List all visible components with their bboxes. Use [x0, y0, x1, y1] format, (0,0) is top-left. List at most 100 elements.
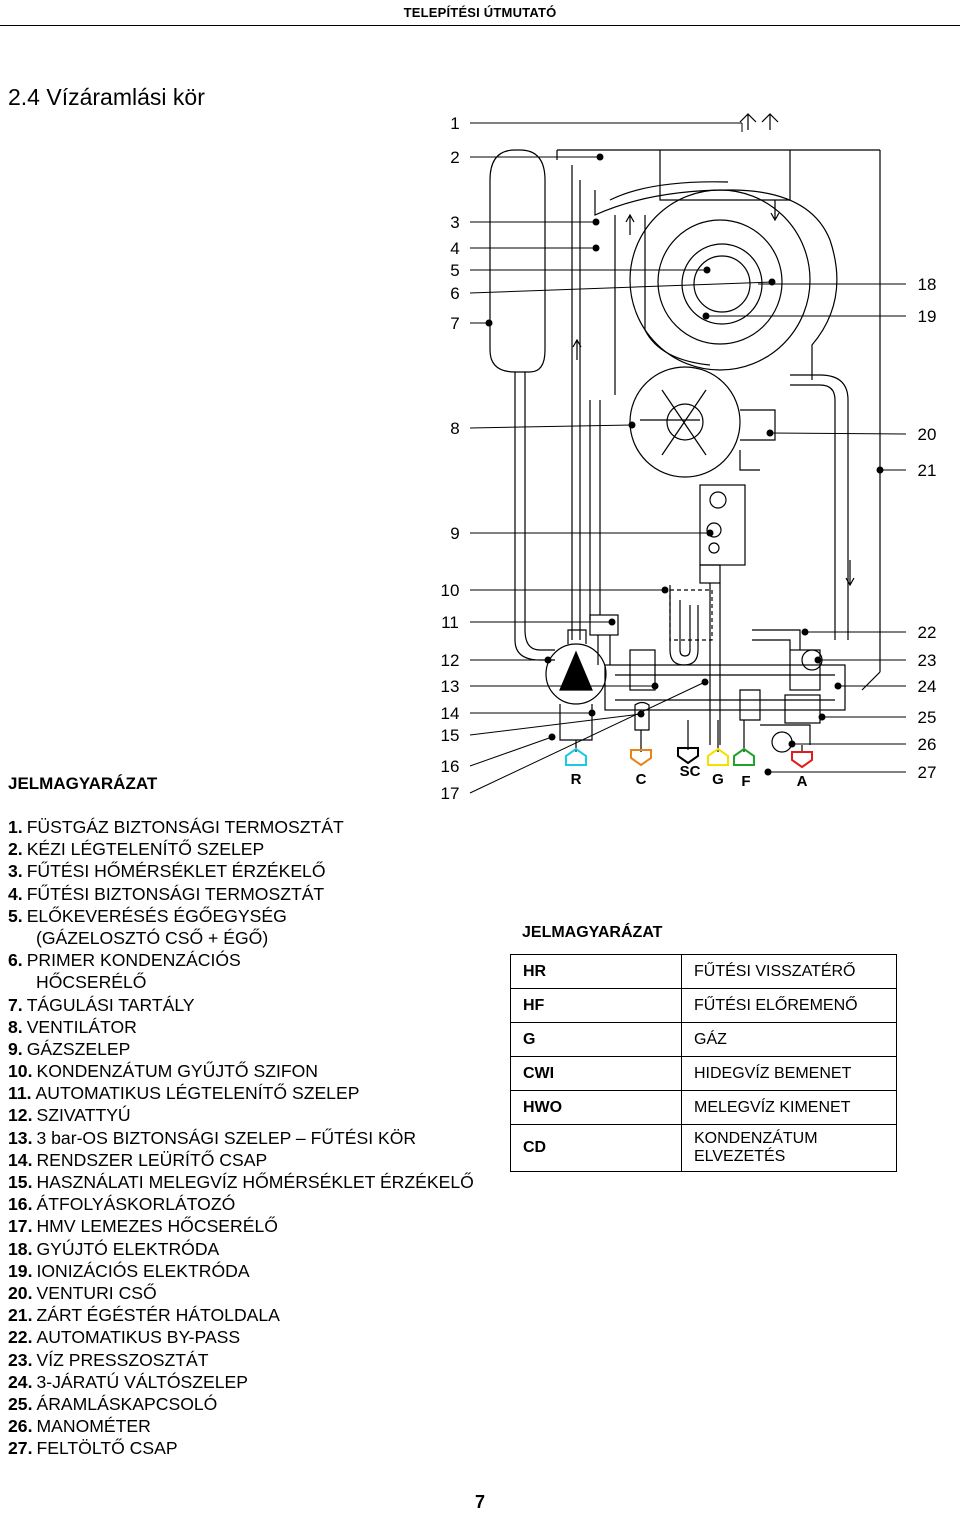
connection-label: SC: [680, 763, 701, 780]
legend-item-number: 20.: [8, 1282, 33, 1303]
legend-item-text: 3 bar-OS BIZTONSÁGI SZELEP – FŰTÉSI KÖR: [36, 1127, 417, 1148]
legend-item-number: 25.: [8, 1393, 33, 1414]
legend-item-number: 23.: [8, 1349, 33, 1370]
diagram-number: 27: [918, 763, 937, 782]
legend-item-number: 12.: [8, 1105, 33, 1126]
diagram-number: 20: [918, 425, 937, 444]
diagram-number: 6: [450, 284, 459, 303]
diagram-number: 22: [918, 623, 937, 642]
legend-item: 22.AUTOMATIKUS BY-PASS: [8, 1326, 474, 1348]
diagram-number: 26: [918, 735, 937, 754]
legend-item: 13.3 bar-OS BIZTONSÁGI SZELEP – FŰTÉSI K…: [8, 1127, 474, 1149]
connections-table-heading: JELMAGYARÁZAT: [522, 924, 663, 941]
legend-item-text: ÁRAMLÁSKAPCSOLÓ: [36, 1393, 218, 1414]
connection-description-text: KONDENZÁTUM: [694, 1130, 818, 1147]
legend-item-text: PRIMER KONDENZÁCIÓS: [26, 950, 241, 971]
connection-marker-g: [707, 747, 729, 766]
legend-item-text: TÁGULÁSI TARTÁLY: [26, 994, 195, 1015]
diagram-numbers-right: 18 19 20 21 22 23 24 25 26 27: [918, 275, 937, 782]
legend-item: 1.FÜSTGÁZ BIZTONSÁGI TERMOSZTÁT: [8, 816, 474, 838]
connection-marker-a: [791, 751, 813, 769]
connection-description: FŰTÉSI VISSZATÉRŐ: [681, 954, 897, 989]
page-number: 7: [474, 1492, 485, 1512]
legend-item: 7.TÁGULÁSI TARTÁLY: [8, 994, 474, 1016]
diagram-number: 5: [450, 261, 459, 280]
diagram-number: 4: [450, 239, 459, 258]
legend-item-text: GYÚJTÓ ELEKTRÓDA: [36, 1238, 220, 1259]
diagram-frame: [489, 113, 881, 753]
connection-marker-c: [630, 749, 652, 767]
legend-item-number: 2.: [8, 839, 23, 860]
legend-heading: JELMAGYARÁZAT: [8, 774, 158, 793]
legend-item-number: 21.: [8, 1305, 33, 1326]
diagram-number: 18: [918, 275, 937, 294]
leader-lines-right: [702, 283, 907, 776]
diagram-number: 8: [450, 419, 459, 438]
connection-labels: R C SC G F A: [571, 763, 808, 790]
legend-item-text: AUTOMATIKUS BY-PASS: [36, 1327, 241, 1348]
legend-item: 26.MANOMÉTER: [8, 1415, 474, 1437]
connection-code: HF: [510, 988, 682, 1023]
legend-item-number: 17.: [8, 1216, 33, 1237]
legend-item-number: 24.: [8, 1371, 33, 1392]
legend-item: 21.ZÁRT ÉGÉSTÉR HÁTOLDALA: [8, 1304, 474, 1326]
connection-code: HWO: [510, 1090, 682, 1125]
diagram-number: 15: [441, 726, 460, 745]
diagram-number: 16: [441, 757, 460, 776]
legend-item-number: 19.: [8, 1260, 33, 1281]
connection-label: A: [797, 773, 808, 790]
legend-item-number: 4.: [8, 883, 23, 904]
connection-code: CWI: [510, 1056, 682, 1091]
legend-item: 27.FELTÖLTŐ CSAP: [8, 1437, 474, 1459]
connection-description: FŰTÉSI ELŐREMENŐ: [681, 988, 897, 1023]
legend-item-text-line2: HŐCSERÉLŐ: [36, 972, 147, 993]
diagram-number: 24: [918, 677, 937, 696]
legend-item: 20.VENTURI CSŐ: [8, 1282, 474, 1304]
legend-item-text: FELTÖLTŐ CSAP: [36, 1438, 178, 1459]
legend-item-number: 9.: [8, 1038, 23, 1059]
diagram-number: 12: [441, 651, 460, 670]
connection-label: R: [571, 771, 582, 788]
legend-item-number: 14.: [8, 1149, 33, 1170]
legend-item: 5.ELŐKEVERÉSÉS ÉGŐEGYSÉG(GÁZELOSZTÓ CSŐ …: [8, 905, 474, 949]
connection-markers: [565, 747, 813, 769]
header-rule: [0, 25, 960, 26]
connection-description: GÁZ: [681, 1022, 897, 1057]
legend-item-text: GÁZSZELEP: [26, 1038, 131, 1059]
legend-item-number: 27.: [8, 1438, 33, 1459]
legend-item: 4.FŰTÉSI BIZTONSÁGI TERMOSZTÁT: [8, 883, 474, 905]
connection-marker-sc: [677, 747, 699, 765]
diagram-number: 25: [918, 708, 937, 727]
legend-item-number: 5.: [8, 905, 23, 926]
legend-item-number: 10.: [8, 1061, 33, 1082]
legend-item-number: 15.: [8, 1172, 33, 1193]
legend-item-number: 1.: [8, 817, 23, 837]
connection-description-text: MELEGVÍZ KIMENET: [694, 1098, 851, 1116]
legend-item-text: VENTURI CSŐ: [36, 1282, 157, 1303]
diagram-number: 2: [450, 148, 459, 167]
leader-lines-left: [469, 122, 776, 794]
legend-item-text: ELŐKEVERÉSÉS ÉGŐEGYSÉG: [26, 905, 287, 926]
connection-description-text-line2: ELVEZETÉS: [694, 1148, 786, 1165]
connection-marker-r: [565, 747, 587, 766]
legend-item-text: HASZNÁLATI MELEGVÍZ HŐMÉRSÉKLET ÉRZÉKELŐ: [36, 1172, 474, 1193]
diagram-numbers-left: 1 2 3 4 5 6 7 8 9 10 11 12 13 14 15 16 1…: [441, 114, 460, 803]
legend-item-number: 8.: [8, 1016, 23, 1037]
legend-item-text: ÁTFOLYÁSKORLÁTOZÓ: [36, 1194, 236, 1215]
legend-item-number: 22.: [8, 1327, 33, 1348]
legend-item-text: VENTILÁTOR: [26, 1016, 137, 1037]
legend-item-number: 7.: [8, 994, 23, 1015]
diagram-number: 1: [450, 114, 459, 133]
legend-item: 14.RENDSZER LEÜRÍTŐ CSAP: [8, 1149, 474, 1171]
legend-item-text: KONDENZÁTUM GYŰJTŐ SZIFON: [36, 1061, 318, 1082]
diagram-number: 14: [441, 704, 460, 723]
legend-item-text: MANOMÉTER: [36, 1416, 151, 1437]
diagram-number: 10: [441, 581, 460, 600]
